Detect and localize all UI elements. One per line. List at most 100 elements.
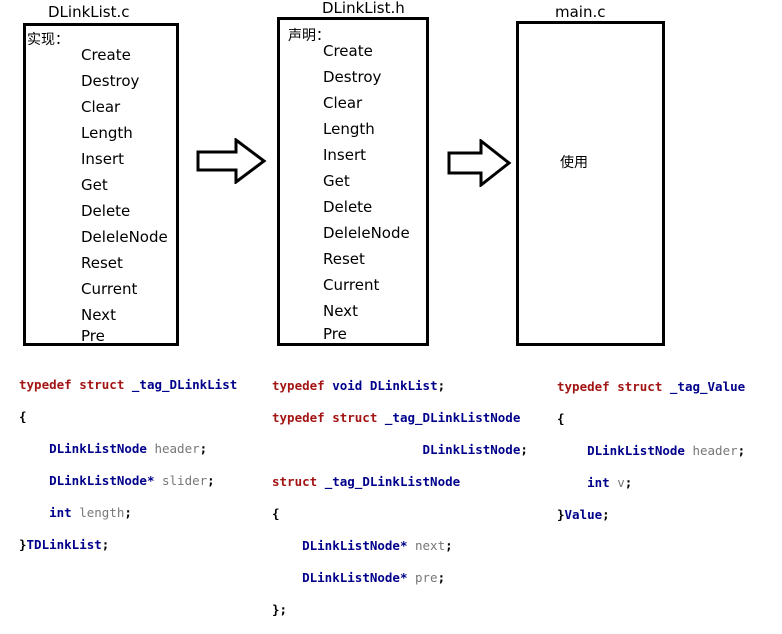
function-item: Length <box>323 120 375 138</box>
code-brace: } <box>19 537 27 552</box>
code-punct: ; <box>520 442 528 457</box>
code-type: int <box>49 505 72 520</box>
function-item: Destroy <box>81 72 140 90</box>
main-struct-code: typedef struct _tag_Value { DLinkListNod… <box>557 363 745 539</box>
code-keyword: typedef struct <box>272 410 378 425</box>
code-identifier: Value <box>564 507 603 522</box>
code-type: DLinkListNode* <box>49 473 155 488</box>
code-punct: ; <box>602 507 610 522</box>
function-item: Insert <box>81 150 125 168</box>
code-line: DLinkListNode* next; <box>272 538 528 554</box>
function-item: Next <box>323 302 358 320</box>
function-item: DeleleNode <box>323 224 410 242</box>
code-line: { <box>19 409 237 425</box>
main-c-title: main.c <box>555 3 606 21</box>
code-brace: { <box>272 506 280 521</box>
code-line: DLinkListNode header; <box>19 441 237 457</box>
code-line: typedef struct _tag_Value <box>557 379 745 395</box>
code-punct: ; <box>437 378 446 393</box>
code-line: { <box>272 506 528 522</box>
function-item: Pre <box>323 325 347 343</box>
code-punct: ; <box>101 537 110 552</box>
code-line: typedef struct _tag_DLinkList <box>19 377 237 393</box>
code-punct: ; <box>207 473 215 488</box>
code-line: }Value; <box>557 507 745 523</box>
function-item: Get <box>323 172 350 190</box>
dlinklist-c-box <box>23 23 179 346</box>
code-line: DLinkListNode* slider; <box>19 473 237 489</box>
code-brace: { <box>19 409 27 424</box>
code-field: header <box>154 441 200 456</box>
implementation-label: 实现： <box>27 32 69 48</box>
code-field: v <box>617 475 625 490</box>
code-line: DLinkListNode; <box>272 442 528 458</box>
code-line: int v; <box>557 475 745 491</box>
code-type: DLinkListNode* <box>302 570 408 585</box>
code-punct: ; <box>199 441 208 456</box>
code-type: void <box>332 378 363 393</box>
code-type: DLinkListNode <box>587 443 685 458</box>
function-item: Destroy <box>323 68 382 86</box>
code-brace: }; <box>272 602 288 617</box>
h-typedef-code: typedef void DLinkList; typedef struct _… <box>272 362 528 634</box>
usage-label: 使用 <box>560 155 588 171</box>
code-line: typedef struct _tag_DLinkListNode <box>272 410 528 426</box>
function-item: DeleleNode <box>81 228 168 246</box>
code-identifier: _tag_DLinkListNode <box>384 410 521 425</box>
function-item: Clear <box>323 94 363 112</box>
code-line: { <box>557 411 745 427</box>
code-brace: { <box>557 411 565 426</box>
function-item: Current <box>323 276 380 294</box>
code-line: }; <box>272 602 528 618</box>
function-item: Create <box>81 46 131 64</box>
function-item: Reset <box>323 250 365 268</box>
code-line: DLinkListNode* pre; <box>272 570 528 586</box>
code-field: next <box>415 538 446 553</box>
code-punct: ; <box>124 505 132 520</box>
right-arrow-icon <box>196 138 267 184</box>
function-item: Clear <box>81 98 121 116</box>
code-punct: ; <box>737 443 746 458</box>
code-field: header <box>692 443 738 458</box>
code-field: slider <box>162 473 208 488</box>
code-type: int <box>587 475 610 490</box>
dlinklist-h-title: DLinkList.h <box>322 0 405 17</box>
c-struct-code: typedef struct _tag_DLinkList { DLinkLis… <box>19 361 237 569</box>
code-line: typedef void DLinkList; <box>272 378 528 394</box>
code-identifier: DLinkListNode <box>422 442 521 457</box>
function-item: Current <box>81 280 138 298</box>
code-identifier: _tag_DLinkListNode <box>324 474 461 489</box>
code-field: pre <box>415 570 438 585</box>
code-field: length <box>79 505 125 520</box>
function-item: Reset <box>81 254 123 272</box>
code-line: int length; <box>19 505 237 521</box>
code-identifier: _tag_DLinkList <box>131 377 238 392</box>
function-item: Pre <box>81 327 105 345</box>
dlinklist-c-title: DLinkList.c <box>48 3 130 21</box>
code-identifier: _tag_Value <box>669 379 746 394</box>
declaration-label: 声明： <box>288 28 330 44</box>
code-identifier: DLinkList <box>369 378 438 393</box>
code-line: struct _tag_DLinkListNode <box>272 474 528 490</box>
code-keyword: struct <box>272 474 318 489</box>
code-line: }TDLinkList; <box>19 537 237 553</box>
function-item: Create <box>323 42 373 60</box>
code-keyword: typedef struct <box>557 379 663 394</box>
right-arrow-icon <box>447 139 512 187</box>
function-item: Delete <box>81 202 131 220</box>
code-punct: ; <box>445 538 453 553</box>
code-brace: } <box>557 507 565 522</box>
code-type: DLinkListNode* <box>302 538 408 553</box>
code-punct: ; <box>437 570 446 585</box>
code-keyword: typedef struct <box>19 377 125 392</box>
main-c-box <box>516 21 665 346</box>
function-item: Insert <box>323 146 367 164</box>
code-line: DLinkListNode header; <box>557 443 745 459</box>
function-item: Delete <box>323 198 373 216</box>
code-type: DLinkListNode <box>49 441 147 456</box>
code-keyword: typedef <box>272 378 325 393</box>
code-punct: ; <box>624 475 633 490</box>
code-identifier: TDLinkList <box>26 537 102 552</box>
dlinklist-h-box <box>277 17 429 346</box>
function-item: Next <box>81 306 116 324</box>
